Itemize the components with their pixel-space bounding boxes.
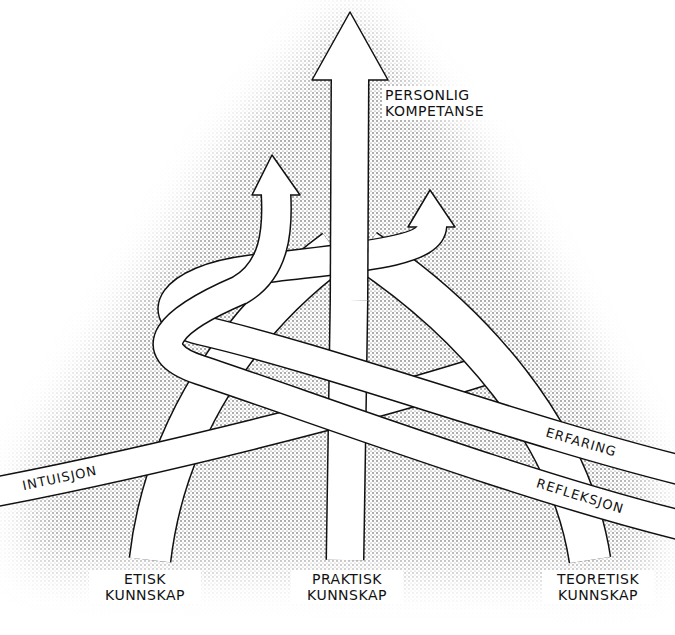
experience-band [173,190,675,470]
knowledge-label: PRAKTISK KUNNSKAP [291,570,403,604]
competence-arrow [312,12,388,300]
band-label: ERFARING [544,426,618,461]
band-fill [168,191,675,525]
band-outline [168,194,675,525]
goal-label: PERSONLIG KOMPETANSE [382,86,522,120]
arrow-head [312,12,388,80]
knowledge-label: ETISK KUNNSKAP [89,570,201,604]
arrow-head [252,155,300,195]
band-label: REFLEKSJON [534,477,625,518]
reflection-band [168,155,675,525]
knowledge-label: TEORETISK KUNNSKAP [542,570,654,604]
arrow-head [408,190,455,227]
band-label: INTUISJON [21,464,98,494]
band-fill [349,77,350,300]
